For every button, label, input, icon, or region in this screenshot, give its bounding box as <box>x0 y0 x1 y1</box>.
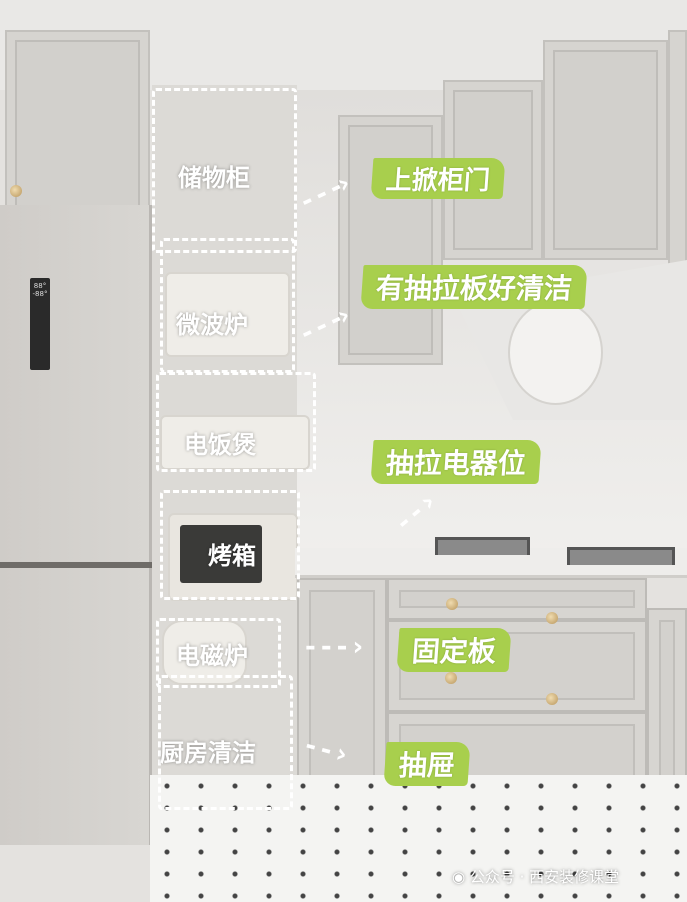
microwave-outline <box>160 238 295 373</box>
wechat-icon: ◉ <box>452 868 470 886</box>
tiled-floor <box>150 775 687 902</box>
drawer-knob <box>546 612 558 624</box>
gas-burner <box>435 537 530 555</box>
microwave <box>165 272 290 357</box>
callout-fixed-board: 固定板 <box>396 628 512 672</box>
induction-outline <box>156 618 281 688</box>
top-drawer <box>387 578 647 620</box>
upper-cabinet <box>543 40 668 260</box>
callout-drawer: 抽屉 <box>383 742 471 786</box>
watermark-text: 公众号 · 西安装修课堂 <box>469 868 620 886</box>
refrigerator <box>0 205 152 845</box>
upper-cabinet-left <box>5 30 150 225</box>
storage-outline <box>152 88 297 253</box>
drawer-knob <box>546 693 558 705</box>
range-hood-panel <box>508 300 603 405</box>
freezer-temp: -88° <box>32 290 48 298</box>
label-kitchen-cleaning: 厨房清洁 <box>160 739 256 767</box>
oven <box>168 513 298 601</box>
gas-burner <box>567 547 675 565</box>
callout-flip-up-door: 上掀柜门 <box>370 158 506 199</box>
drawer-knob <box>446 598 458 610</box>
label-storage: 储物柜 <box>178 164 250 192</box>
drawer-knob <box>445 672 457 684</box>
watermark: ◉ 公众号 · 西安装修课堂 <box>452 866 619 887</box>
label-microwave: 微波炉 <box>176 311 248 339</box>
arrow-icon: - - - › <box>305 632 363 662</box>
fridge-display: 88°-88° <box>30 278 50 370</box>
fridge-temp: 88° <box>33 282 47 290</box>
label-induction: 电磁炉 <box>176 642 248 670</box>
oven-outline <box>160 490 300 600</box>
upper-cabinet <box>338 115 443 365</box>
cleaning-outline <box>158 675 293 810</box>
cabinet-knob <box>10 185 22 197</box>
callout-pullout-board: 有抽拉板好清洁 <box>360 265 588 309</box>
label-oven: 烤箱 <box>208 542 256 570</box>
rice-cooker <box>160 415 310 470</box>
rice-cooker-outline <box>156 372 316 472</box>
induction-cooker <box>162 620 247 685</box>
refrigerator-divider <box>0 562 152 568</box>
label-rice-cooker: 电饭煲 <box>184 431 256 459</box>
callout-pullout-appliance: 抽拉电器位 <box>370 440 542 484</box>
